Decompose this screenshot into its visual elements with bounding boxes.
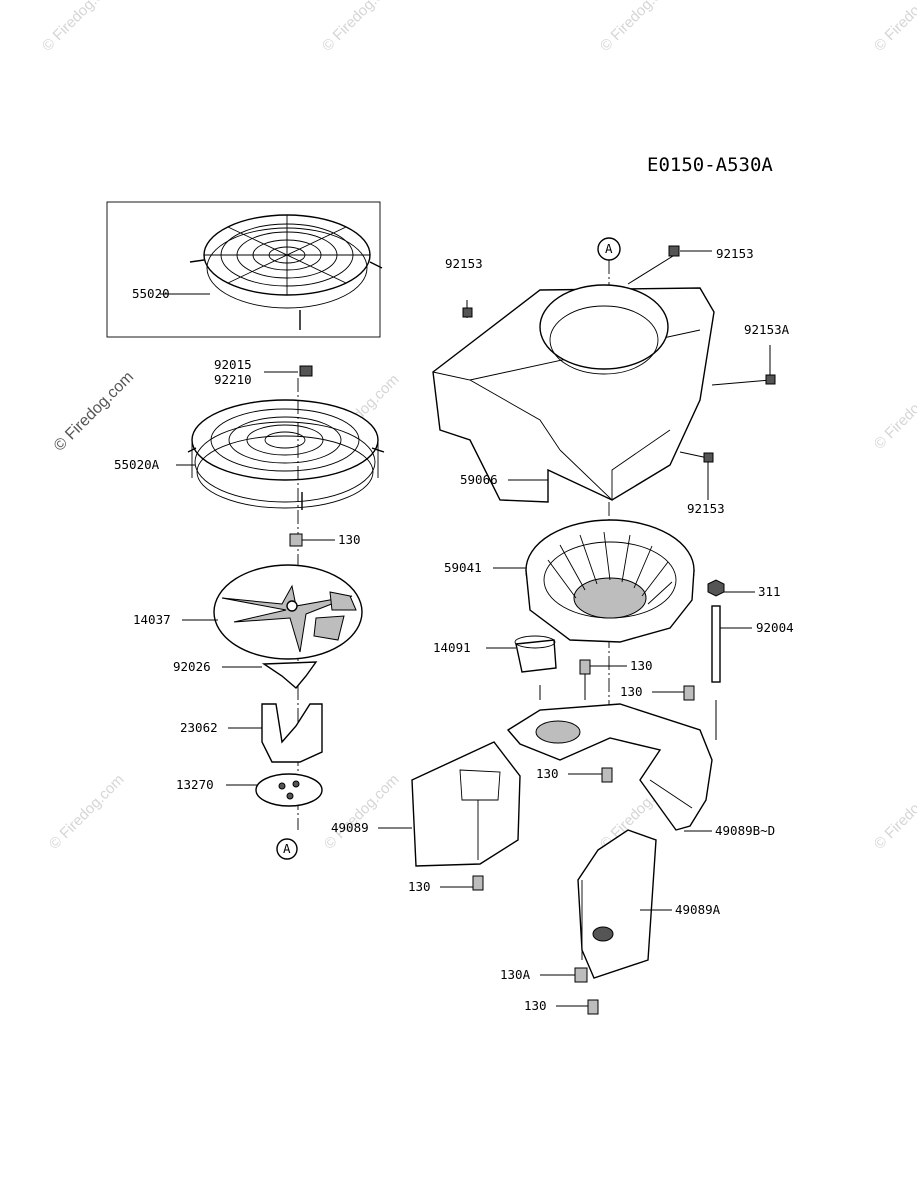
bolt-130-b: [683, 685, 695, 701]
plate-92026: [261, 661, 318, 689]
fan-housing-59066: [432, 284, 715, 503]
bolt-92153-b: [668, 245, 680, 257]
label-49089: 49089: [331, 820, 369, 835]
watermark: © Firedog.com: [597, 0, 679, 55]
bolt-130A: [574, 967, 588, 983]
watermark-dark: © Firedog.com: [51, 368, 137, 454]
plate-13270: [255, 773, 323, 807]
watermark: © Firedog.com: [871, 771, 917, 853]
watermark: © Firedog.com: [321, 771, 403, 853]
watermark: © Firedog.com: [46, 771, 128, 853]
bolt-130-d: [472, 875, 484, 891]
label-55020: 55020: [132, 286, 170, 301]
bolt-130-e: [587, 999, 599, 1015]
ref-a-left: A: [283, 841, 291, 856]
label-130-fan: 130: [338, 532, 361, 547]
label-55020A: 55020A: [114, 457, 160, 472]
reference-a-left: [276, 838, 298, 860]
variant-box: [106, 201, 381, 338]
screen-grille-55020: [189, 214, 383, 330]
flywheel-fan-59041: [525, 519, 695, 643]
bolt-92153A: [765, 374, 776, 385]
cover-plate-49089A: [577, 829, 657, 979]
ref-a-top: A: [605, 241, 613, 256]
bolt-92153-c: [703, 452, 714, 463]
bolt-130-a: [579, 659, 591, 675]
label-130-d: 130: [408, 879, 431, 894]
watermark: © Firedog.com: [871, 371, 917, 453]
bolt-130: [289, 533, 303, 547]
clip-part: [299, 365, 313, 377]
cup-14091: [515, 639, 557, 673]
label-92153-a: 92153: [445, 256, 483, 271]
bolt-130-c: [601, 767, 613, 783]
label-92004: 92004: [756, 620, 794, 635]
leader-92153-c: [679, 451, 709, 459]
watermark: © Firedog.com: [39, 0, 121, 55]
label-49089A: 49089A: [675, 902, 721, 917]
baffle-49089B-D: [506, 703, 713, 831]
stud-92004: [711, 605, 721, 683]
label-59041: 59041: [444, 560, 482, 575]
label-130-e: 130: [524, 998, 547, 1013]
cover-plate-49089: [411, 741, 521, 867]
label-49089BD: 49089B~D: [715, 823, 775, 838]
label-92153A: 92153A: [744, 322, 790, 337]
label-311: 311: [758, 584, 781, 599]
diagram-code: E0150-A530A: [647, 154, 773, 176]
watermark: © Firedog.com: [319, 0, 401, 55]
label-130A: 130A: [500, 967, 531, 982]
label-59066: 59066: [460, 472, 498, 487]
screen-grille-55020A: [187, 399, 385, 510]
label-13270: 13270: [176, 777, 214, 792]
label-92015: 92015: [214, 357, 252, 372]
nut-311: [707, 579, 725, 597]
label-92153-b: 92153: [716, 246, 754, 261]
label-130-c: 130: [536, 766, 559, 781]
label-130-a: 130: [630, 658, 653, 673]
label-92153-c: 92153: [687, 501, 725, 516]
watermark: © Firedog.com: [871, 0, 917, 55]
bracket-23062: [261, 703, 323, 763]
cooling-fan-14037: [213, 564, 363, 660]
leader-92153A: [711, 379, 771, 386]
bolt-92153-a: [462, 307, 473, 318]
label-92026: 92026: [173, 659, 211, 674]
label-14037: 14037: [133, 612, 171, 627]
label-130-b: 130: [620, 684, 643, 699]
label-92210: 92210: [214, 372, 252, 387]
label-14091: 14091: [433, 640, 471, 655]
label-23062: 23062: [180, 720, 218, 735]
